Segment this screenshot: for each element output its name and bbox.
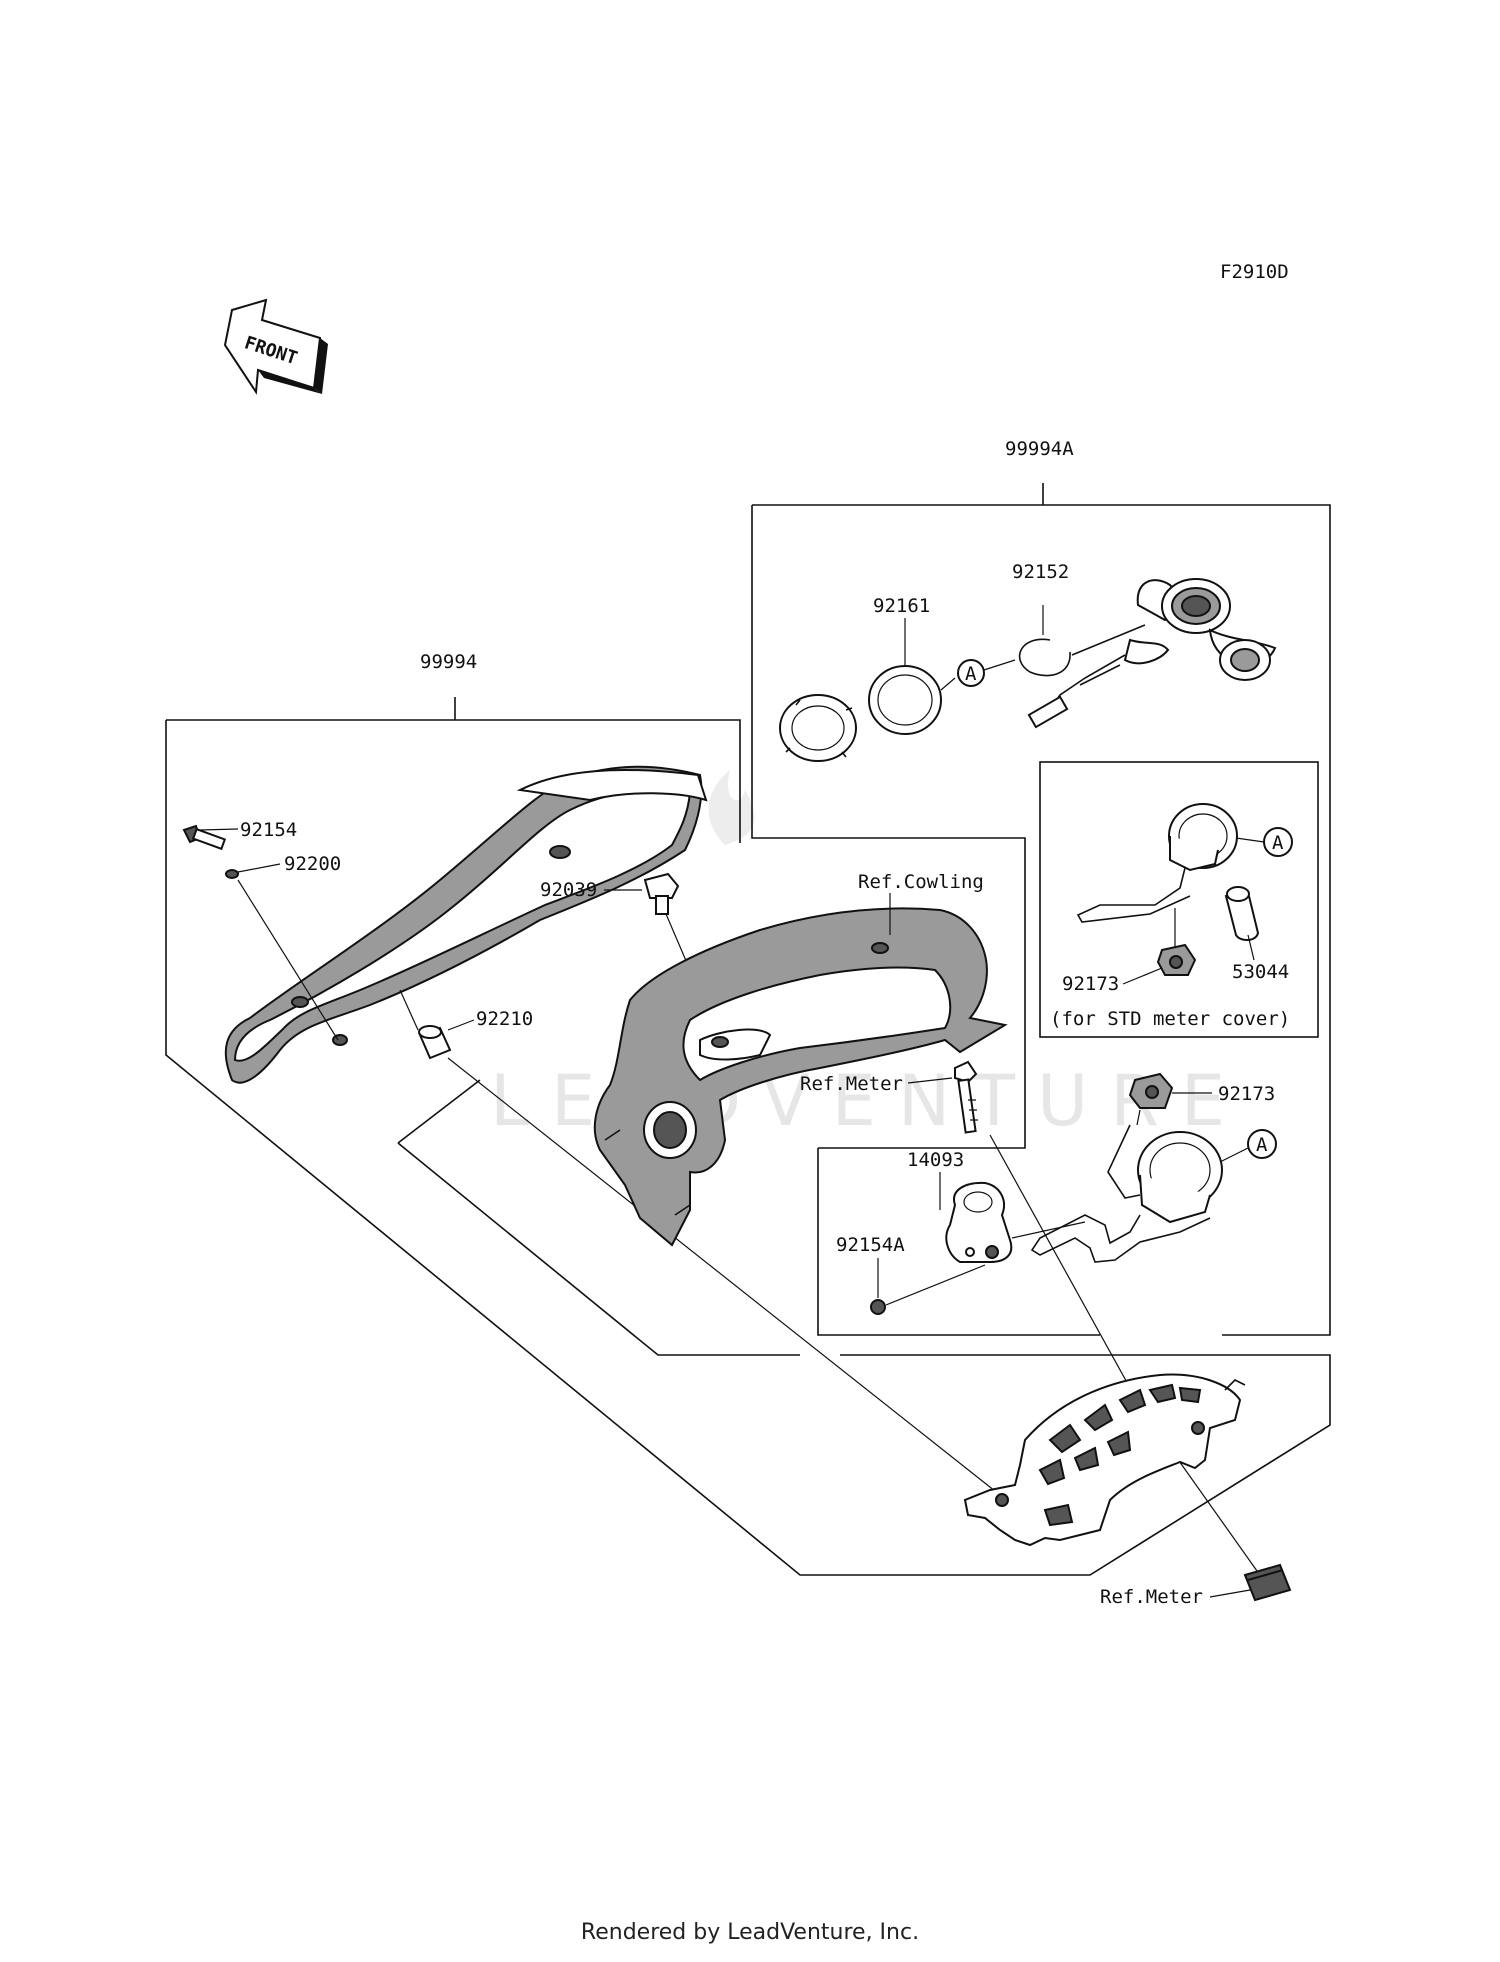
- ref-meter-label-2: Ref.Meter: [1100, 1586, 1203, 1608]
- part-label-92173a: 92173: [1062, 973, 1119, 995]
- meter-cover-part: [224, 765, 708, 1084]
- part-label-92173b: 92173: [1218, 1083, 1275, 1105]
- clip-ring-part: [779, 694, 857, 762]
- socket-assembly-part: [1027, 578, 1277, 729]
- part-label-99994: 99994: [420, 651, 477, 673]
- front-arrow-icon: FRONT: [223, 298, 328, 395]
- ref-cowling-label: Ref.Cowling: [858, 871, 984, 893]
- footer-credit: Rendered by LeadVenture, Inc.: [580, 1920, 920, 1945]
- holder-14093-part: [945, 1181, 1013, 1263]
- meter-bolt-part: [954, 1060, 978, 1134]
- collar-92210-part: [418, 1025, 452, 1060]
- snap-ring-92152-part: [1018, 638, 1071, 677]
- nut-92173b-part: [1128, 1072, 1174, 1126]
- marker-a3-circle: [1247, 1129, 1277, 1159]
- cowling-part: [593, 907, 1008, 1247]
- part-label-14093: 14093: [907, 1149, 964, 1171]
- part-label-92161: 92161: [873, 595, 930, 617]
- kit-outline-99994a: [751, 483, 1331, 1336]
- nut-92173a-part: [1156, 908, 1197, 976]
- part-label-92200: 92200: [284, 853, 341, 875]
- part-label-92039: 92039: [540, 879, 597, 901]
- rubber-53044-part: [1224, 886, 1260, 961]
- part-label-99994a: 99994A: [1005, 438, 1074, 460]
- marker-a1: A: [965, 663, 977, 685]
- part-label-53044: 53044: [1232, 961, 1289, 983]
- std-meter-note: (for STD meter cover): [1050, 1008, 1290, 1030]
- meter-rubber-part: [1243, 1563, 1292, 1602]
- bolt-92039-part: [643, 872, 680, 915]
- marker-a1-circle: [957, 659, 985, 687]
- meter-bracket-part: [1030, 1124, 1223, 1263]
- part-label-92154: 92154: [240, 819, 297, 841]
- diagram-code: F2910D: [1220, 261, 1289, 283]
- part-label-92152: 92152: [1012, 561, 1069, 583]
- std-meter-cover-box: [1039, 761, 1319, 1038]
- marker-a2: A: [1272, 832, 1284, 854]
- ring-92161-part: [868, 665, 956, 735]
- marker-a3: A: [1256, 1134, 1268, 1156]
- ref-meter-label-1: Ref.Meter: [800, 1073, 903, 1095]
- kit-outline-99994: [165, 697, 1331, 1576]
- part-label-92210: 92210: [476, 1008, 533, 1030]
- lower-stay-part: [963, 1373, 1246, 1547]
- screw-92154a-part: [870, 1299, 886, 1315]
- std-bracket-part: [1076, 803, 1238, 923]
- part-label-92154A: 92154A: [836, 1234, 905, 1256]
- bolt-92154-part: [182, 824, 227, 851]
- washer-92200-part: [225, 869, 239, 879]
